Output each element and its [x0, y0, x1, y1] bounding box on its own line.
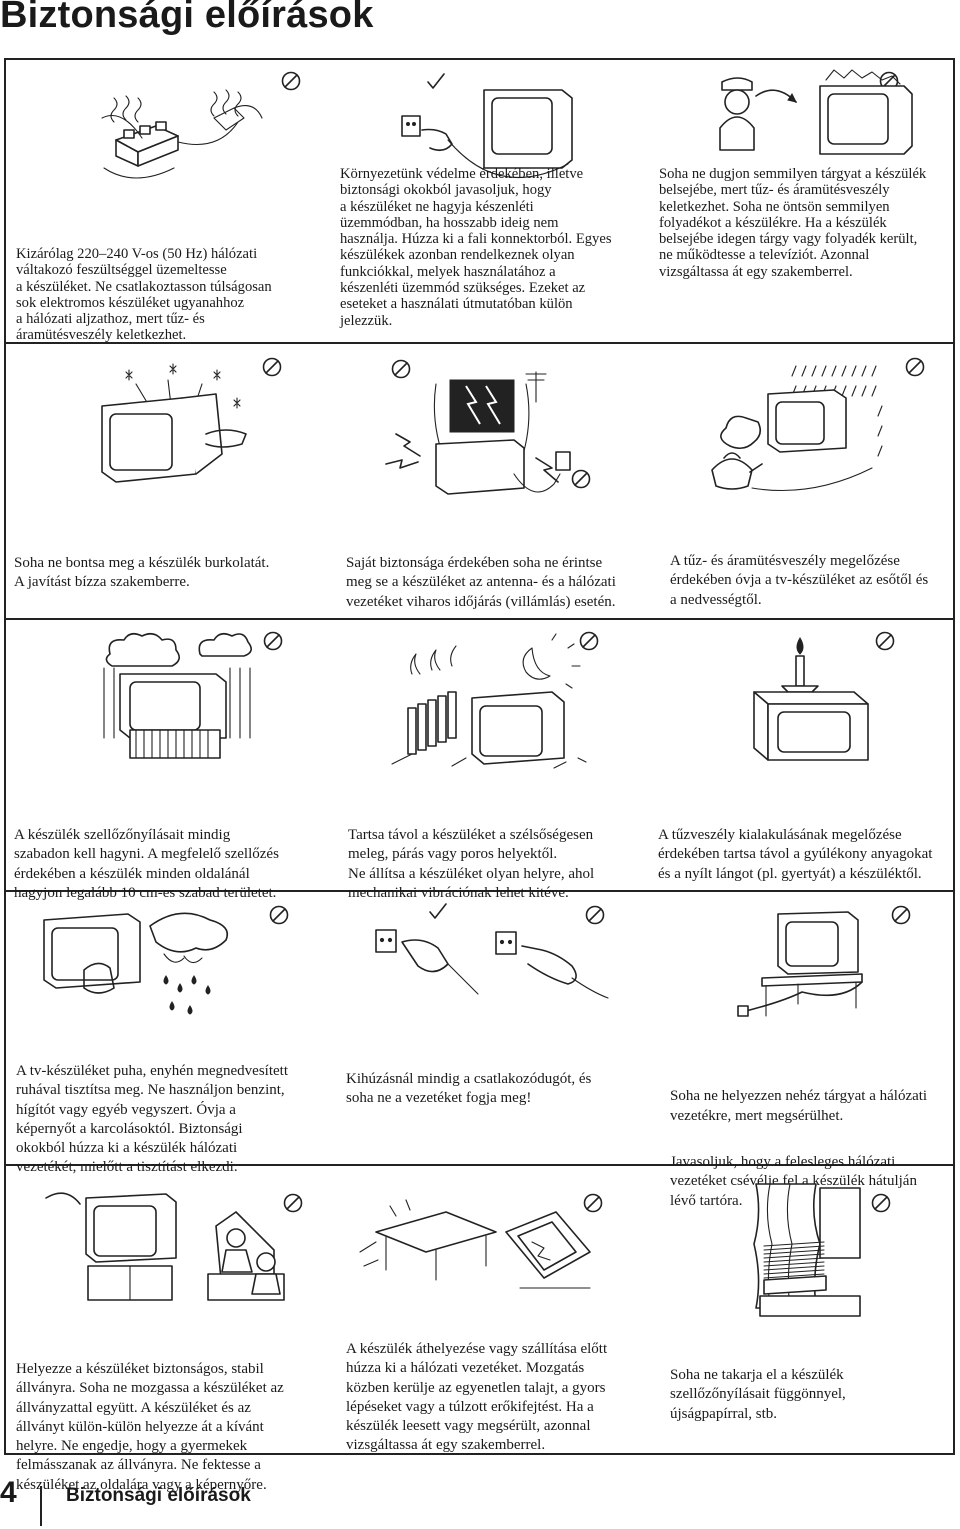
safety-cell: Helyezze a készüléket biztonságos, stabi… — [6, 1166, 326, 1493]
safety-cell: A tűz- és áramütésveszély megelőzése érd… — [646, 344, 953, 618]
safety-cell: A készülék áthelyezése vagy szállítása e… — [326, 1166, 646, 1453]
prohibited-icon — [269, 905, 289, 925]
page-title: Biztonsági előírások — [0, 0, 374, 36]
safety-cell: Soha ne takarja el a készülék szellőzőny… — [646, 1166, 953, 1453]
children-climbing-icon — [45, 1192, 285, 1301]
safety-row: A készülék szellőzőnyílásait mindig szab… — [6, 620, 953, 901]
safety-row: Soha ne bontsa meg a készülék burkolatát… — [6, 344, 953, 620]
wet-cloth-cleaning-icon — [43, 912, 229, 1015]
safety-row: A tv-készüléket puha, enyhén megnedvesít… — [6, 892, 953, 1209]
safety-text: A készülék szellőzőnyílásait mindig szab… — [14, 827, 279, 901]
lightning-storm-icon — [385, 371, 571, 495]
safety-row: Kizárólag 220–240 V-os (50 Hz) hálózati … — [6, 60, 953, 344]
prohibited-icon — [875, 631, 895, 651]
safety-text: A készülék áthelyezése vagy szállítása e… — [346, 1341, 608, 1454]
safety-cell: Kizárólag 220–240 V-os (50 Hz) hálózati … — [6, 60, 326, 344]
safety-cell: Soha ne bontsa meg a készülék burkolatát… — [6, 344, 326, 618]
prohibited-icon — [905, 357, 925, 377]
safety-cell: Tartsa távol a készüléket a szélsőségese… — [326, 620, 646, 901]
footer-divider — [40, 1486, 42, 1526]
safety-cell: A tv-készüléket puha, enyhén megnedvesít… — [6, 892, 326, 1175]
safety-cell: A készülék szellőzőnyílásait mindig szab… — [6, 620, 326, 901]
prohibited-icon — [583, 1193, 603, 1213]
safety-text: Helyezze a készüléket biztonságos, stabi… — [16, 1361, 284, 1493]
check-icon — [427, 73, 445, 89]
curtain-covering-icon — [753, 1183, 861, 1317]
page-number: 4 — [0, 1476, 17, 1509]
power-strip-overload-icon — [101, 89, 263, 179]
ventilation-blocked-icon — [103, 632, 252, 759]
object-in-tv-icon — [719, 69, 913, 155]
safety-text: Saját biztonsága érdekében soha ne érint… — [346, 555, 616, 610]
safety-text: Soha ne helyezzen nehéz tárgyat a hálóza… — [670, 1088, 928, 1124]
prohibited-icon — [871, 1193, 891, 1213]
unplug-by-plug-icon — [375, 929, 609, 999]
safety-grid: Kizárólag 220–240 V-os (50 Hz) hálózati … — [4, 58, 955, 1493]
cord-under-stand-icon — [737, 911, 863, 1017]
safety-text: Tartsa távol a készüléket a szélsőségese… — [348, 827, 595, 901]
prohibited-icon — [262, 357, 282, 377]
prohibited-icon — [585, 905, 605, 925]
footer-title: Biztonsági előírások — [66, 1485, 251, 1506]
safety-cell: Saját biztonsága érdekében soha ne érint… — [326, 344, 646, 618]
prohibited-icon — [283, 1193, 303, 1213]
prohibited-icon — [571, 469, 591, 489]
safety-cell: Környezetünk védelme érdekében, illetve … — [326, 60, 646, 342]
safety-text: A tűzveszély kialakulásának megelőzése é… — [658, 827, 933, 882]
safety-text: A tv-készüléket puha, enyhén megnedvesít… — [16, 1063, 288, 1176]
heat-humidity-icon — [391, 633, 587, 769]
safety-text: Soha ne bontsa meg a készülék burkolatát… — [14, 555, 270, 591]
rain-moisture-icon — [711, 365, 883, 492]
safety-cell: Kihúzásnál mindig a csatlakozódugót, és … — [326, 892, 646, 1164]
tv-unplugged-icon — [401, 89, 573, 179]
safety-text-group: Soha ne helyezzen nehéz tárgyat a hálóza… — [670, 1068, 952, 1238]
safety-text: Kizárólag 220–240 V-os (50 Hz) hálózati … — [16, 246, 272, 344]
prohibited-icon — [281, 71, 301, 91]
safety-cell: A tűzveszély kialakulásának megelőzése é… — [646, 620, 953, 890]
safety-row: Helyezze a készüléket biztonságos, stabi… — [6, 1166, 953, 1493]
safety-text: Soha ne dugjon semmilyen tárgyat a készü… — [659, 166, 927, 280]
prohibited-icon — [391, 359, 411, 379]
candle-on-tv-icon — [753, 637, 869, 761]
prohibited-icon — [263, 631, 283, 651]
prohibited-icon — [891, 905, 911, 925]
falling-tv-icon — [359, 1199, 591, 1289]
safety-text: A tűz- és áramütésveszély megelőzése érd… — [670, 553, 929, 608]
safety-text: Kihúzásnál mindig a csatlakozódugót, és … — [346, 1071, 592, 1107]
open-cabinet-icon — [101, 363, 247, 483]
safety-text: Környezetünk védelme érdekében, illetve … — [340, 166, 612, 329]
safety-cell: Soha ne helyezzen nehéz tárgyat a hálóza… — [646, 892, 953, 1209]
safety-text: Soha ne takarja el a készülék szellőzőny… — [670, 1367, 846, 1422]
check-icon — [429, 903, 447, 919]
prohibited-icon — [579, 631, 599, 651]
safety-cell: Soha ne dugjon semmilyen tárgyat a készü… — [646, 60, 953, 342]
